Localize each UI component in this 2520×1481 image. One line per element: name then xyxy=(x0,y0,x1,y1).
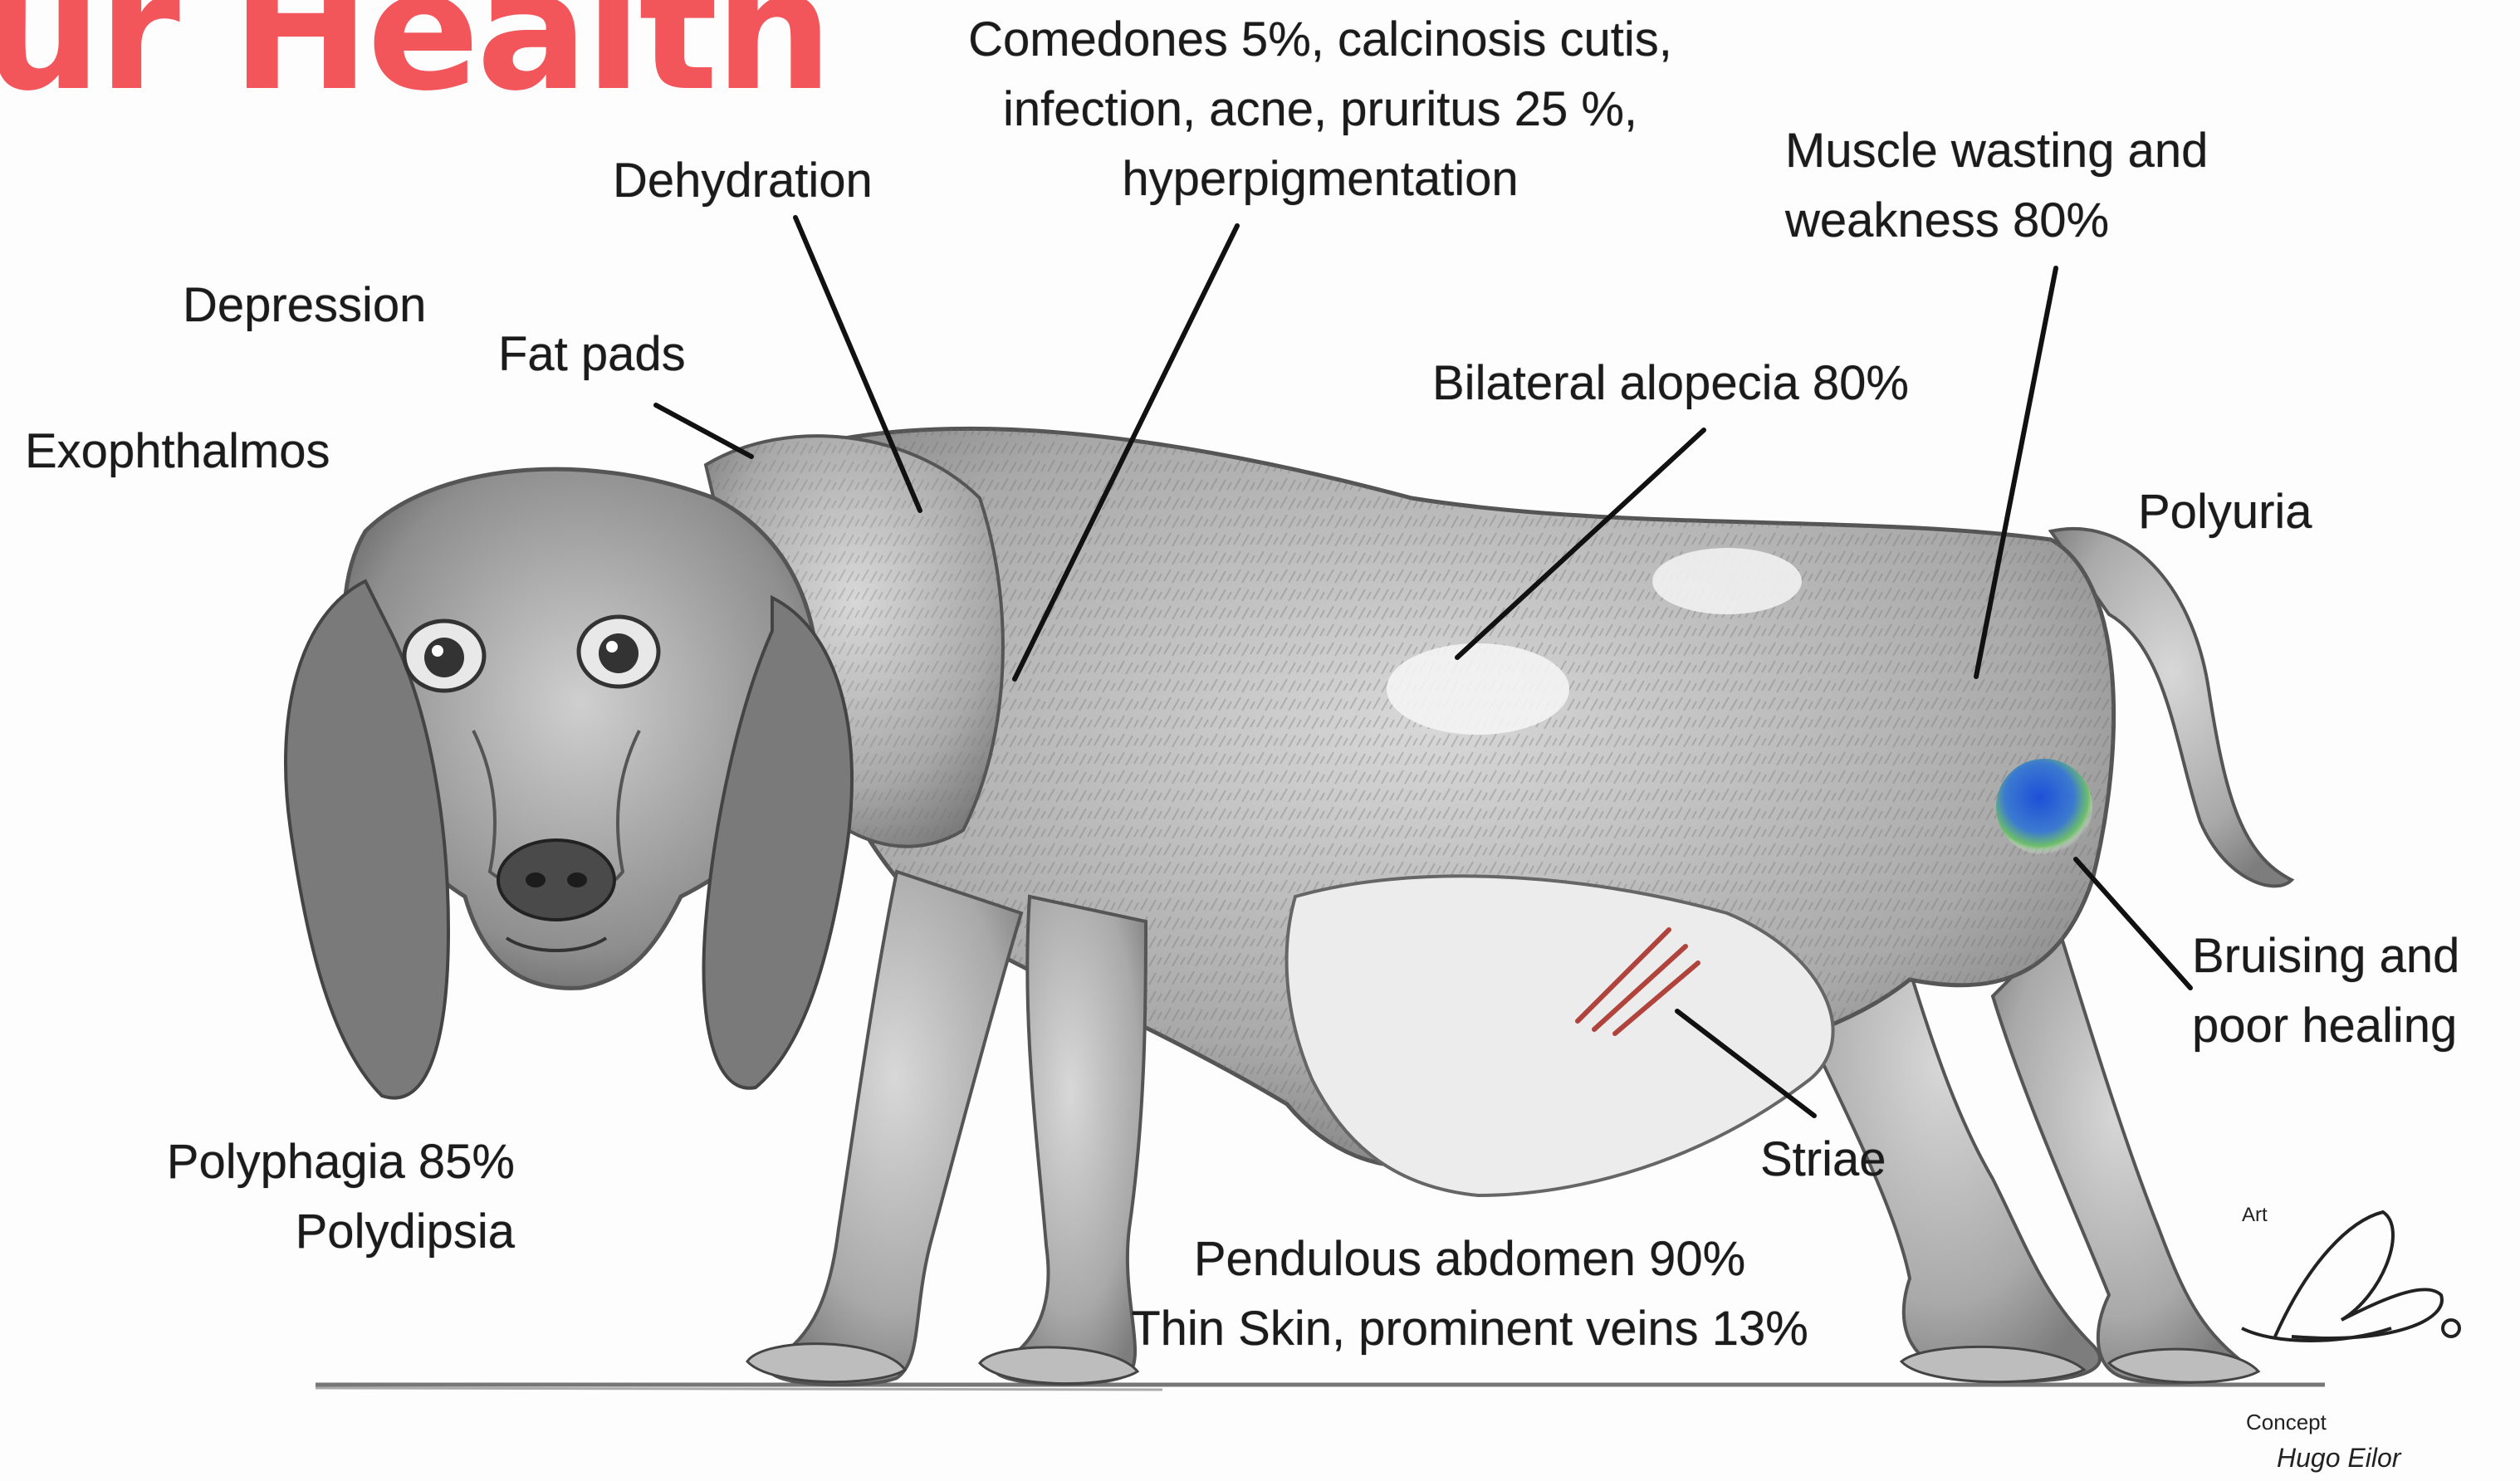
label-comedones-line-2: infection, acne, pruritus 25 %, xyxy=(888,75,1752,144)
alopecia-patch-2 xyxy=(1652,548,1802,614)
label-muscle-line-2: weakness 80% xyxy=(1785,186,2208,256)
credit-art-label: Art xyxy=(2242,1204,2268,1227)
label-bruising-line-2: poor healing xyxy=(2192,991,2459,1061)
label-polyphagia-line-1: Polyphagia 85% xyxy=(100,1127,515,1197)
label-exophthalmos: Exophthalmos xyxy=(25,417,330,486)
label-pendulous-line-1: Pendulous abdomen 90% xyxy=(1054,1224,1885,1294)
label-depression: Depression xyxy=(183,271,426,340)
label-alopecia: Bilateral alopecia 80% xyxy=(1432,349,1909,418)
credit-concept-label: Concept xyxy=(2246,1410,2327,1435)
label-polyuria: Polyuria xyxy=(2138,477,2312,547)
nose xyxy=(498,840,614,920)
leader-fat-pads xyxy=(656,405,751,457)
leader-bruising xyxy=(2076,859,2190,988)
artist-signature xyxy=(2242,1212,2459,1341)
label-comedones: Comedones 5%, calcinosis cutis, infectio… xyxy=(888,5,1752,214)
label-bruising-line-1: Bruising and xyxy=(2192,921,2459,991)
abdomen xyxy=(1287,876,1833,1195)
label-bruising: Bruising and poor healing xyxy=(2192,921,2459,1061)
label-pendulous-line-2: Thin Skin, prominent veins 13% xyxy=(1054,1294,1885,1364)
page-banner-title: ur Health xyxy=(0,0,829,115)
label-muscle-wasting: Muscle wasting and weakness 80% xyxy=(1785,116,2208,256)
alopecia-patch-1 xyxy=(1387,643,1569,735)
label-comedones-line-1: Comedones 5%, calcinosis cutis, xyxy=(888,5,1752,75)
label-muscle-line-1: Muscle wasting and xyxy=(1785,116,2208,186)
credit-author: Hugo Eilor xyxy=(2277,1443,2400,1474)
label-polyphagia: Polyphagia 85% Polydipsia xyxy=(100,1127,515,1267)
label-pendulous-abdomen: Pendulous abdomen 90% Thin Skin, promine… xyxy=(1054,1224,1885,1364)
label-fat-pads: Fat pads xyxy=(498,320,686,389)
label-comedones-line-3: hyperpigmentation xyxy=(888,144,1752,214)
label-polyphagia-line-2: Polydipsia xyxy=(100,1197,515,1267)
label-striae: Striae xyxy=(1760,1125,1886,1195)
label-dehydration: Dehydration xyxy=(613,146,873,216)
bruise-spot xyxy=(1996,759,2092,855)
